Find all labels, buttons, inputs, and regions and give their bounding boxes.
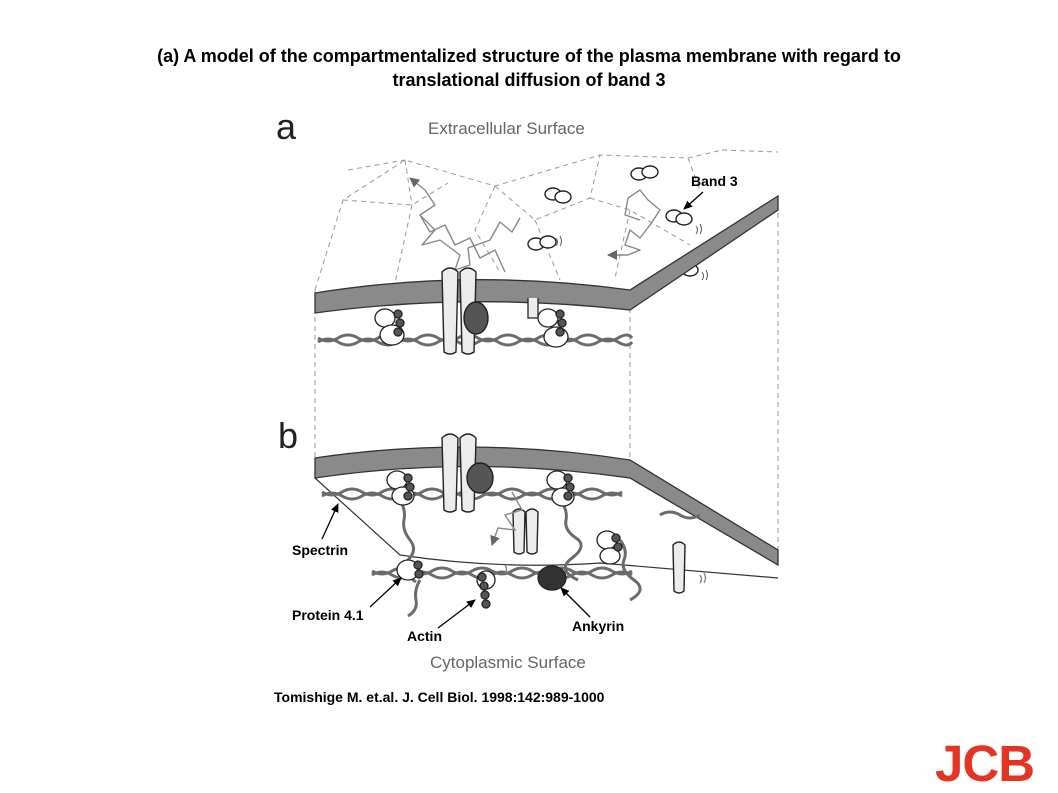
band3-callout: Band 3 <box>691 173 738 189</box>
title-line-1: (a) A model of the compartmentalized str… <box>157 46 901 66</box>
junction-complexes-b <box>386 470 623 609</box>
spectrin-network-a <box>317 333 634 347</box>
band3-callout-arrow <box>683 191 704 210</box>
cytoplasmic-outline <box>314 477 779 579</box>
spectrin-callout: Spectrin <box>292 542 348 558</box>
band3-transmembrane-b <box>441 433 686 594</box>
band3-surface-proteins <box>527 165 699 277</box>
title-line-2: translational diffusion of band 3 <box>392 70 666 90</box>
membrane-edge-a <box>314 194 779 314</box>
ankyrin-callout: Ankyrin <box>572 618 624 634</box>
membrane-edge-b <box>314 446 779 567</box>
motion-marks <box>555 223 708 281</box>
panel-a: a Extracellular Surface <box>276 106 779 565</box>
protein41-callout: Protein 4.1 <box>292 607 364 623</box>
extracellular-surface-label: Extracellular Surface <box>428 119 585 138</box>
diffusion-trajectories <box>409 177 661 273</box>
actin-callout-arrow <box>437 599 476 629</box>
ankyrin-callout-arrow <box>560 587 591 618</box>
trajectory-b <box>490 491 707 584</box>
protein41-callout-arrow <box>369 577 402 608</box>
band3-transmembrane-a <box>441 267 489 355</box>
compartment-boundaries <box>314 149 779 565</box>
spectrin-callout-arrow <box>321 503 339 540</box>
jcb-logo: JCB <box>935 735 1035 792</box>
panel-a-letter: a <box>276 106 297 147</box>
citation: Tomishige M. et.al. J. Cell Biol. 1998:1… <box>274 689 605 705</box>
junction-complexes-a <box>374 298 569 348</box>
cytoplasmic-surface-label: Cytoplasmic Surface <box>430 653 586 672</box>
slide-title: (a) A model of the compartmentalized str… <box>40 44 1018 92</box>
panel-b-letter: b <box>278 415 298 456</box>
panel-b: b <box>278 415 779 672</box>
spectrin-network-b <box>321 487 701 618</box>
actin-callout: Actin <box>407 628 442 644</box>
